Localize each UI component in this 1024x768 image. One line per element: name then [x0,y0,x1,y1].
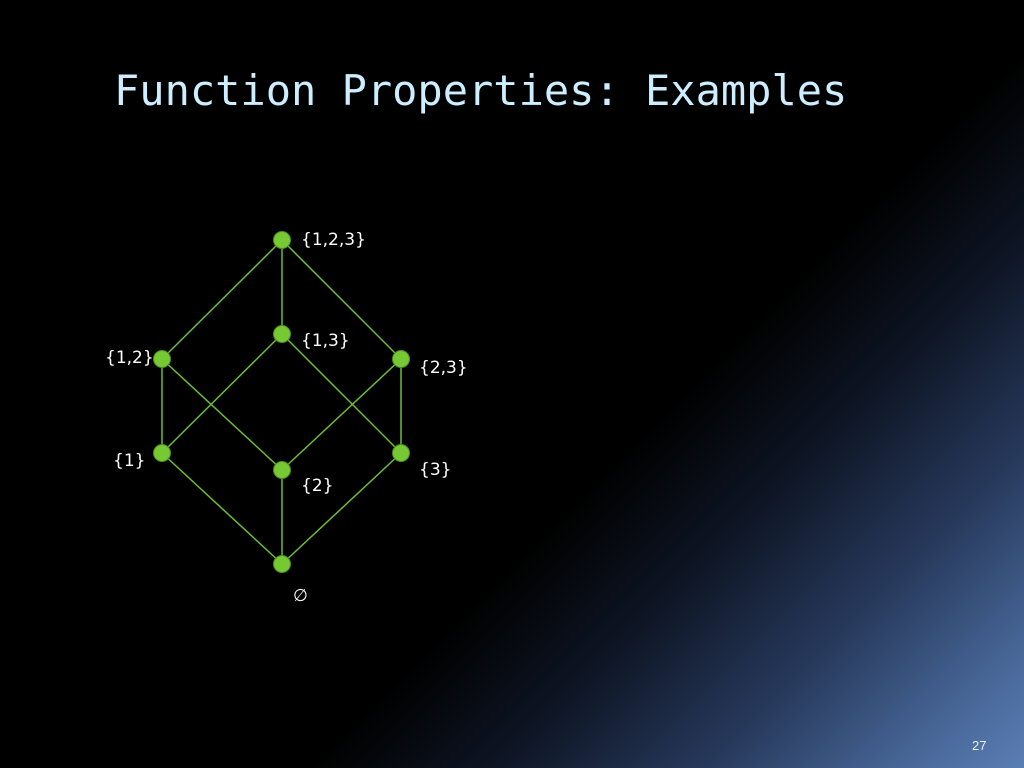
node-label-top: {1,2,3} [301,230,366,250]
node-s2 [273,461,291,479]
node-label-s13: {1,3} [301,331,350,351]
node-s13 [273,325,291,343]
edge-top-s23 [281,239,402,360]
edge-s13-s3 [281,333,402,454]
node-label-s2: {2} [301,476,333,496]
node-s23 [392,350,410,368]
node-s12 [153,350,171,368]
node-s3 [392,444,410,462]
node-s1 [153,444,171,462]
edge-s23-s2 [281,358,402,471]
nodes [153,231,410,573]
edge-s12-s2 [161,358,283,471]
labels: {1,2,3} {1,2} {1,3} {2,3} {1} {2} {3} ∅ [105,230,468,606]
edge-s1-bottom [161,452,283,565]
edge-s3-bottom [281,452,402,565]
node-label-s23: {2,3} [419,358,468,378]
slide-title: Function Properties: Examples [114,66,848,115]
node-label-s1: {1} [113,451,145,471]
node-top [273,231,291,249]
edge-top-s12 [161,239,283,360]
node-label-bottom: ∅ [293,586,308,606]
node-label-s3: {3} [419,460,451,480]
node-label-s12: {1,2} [105,348,154,368]
edge-s13-s1 [161,333,283,454]
node-bottom [273,555,291,573]
slide-number: 27 [972,738,987,753]
edges [161,239,402,565]
